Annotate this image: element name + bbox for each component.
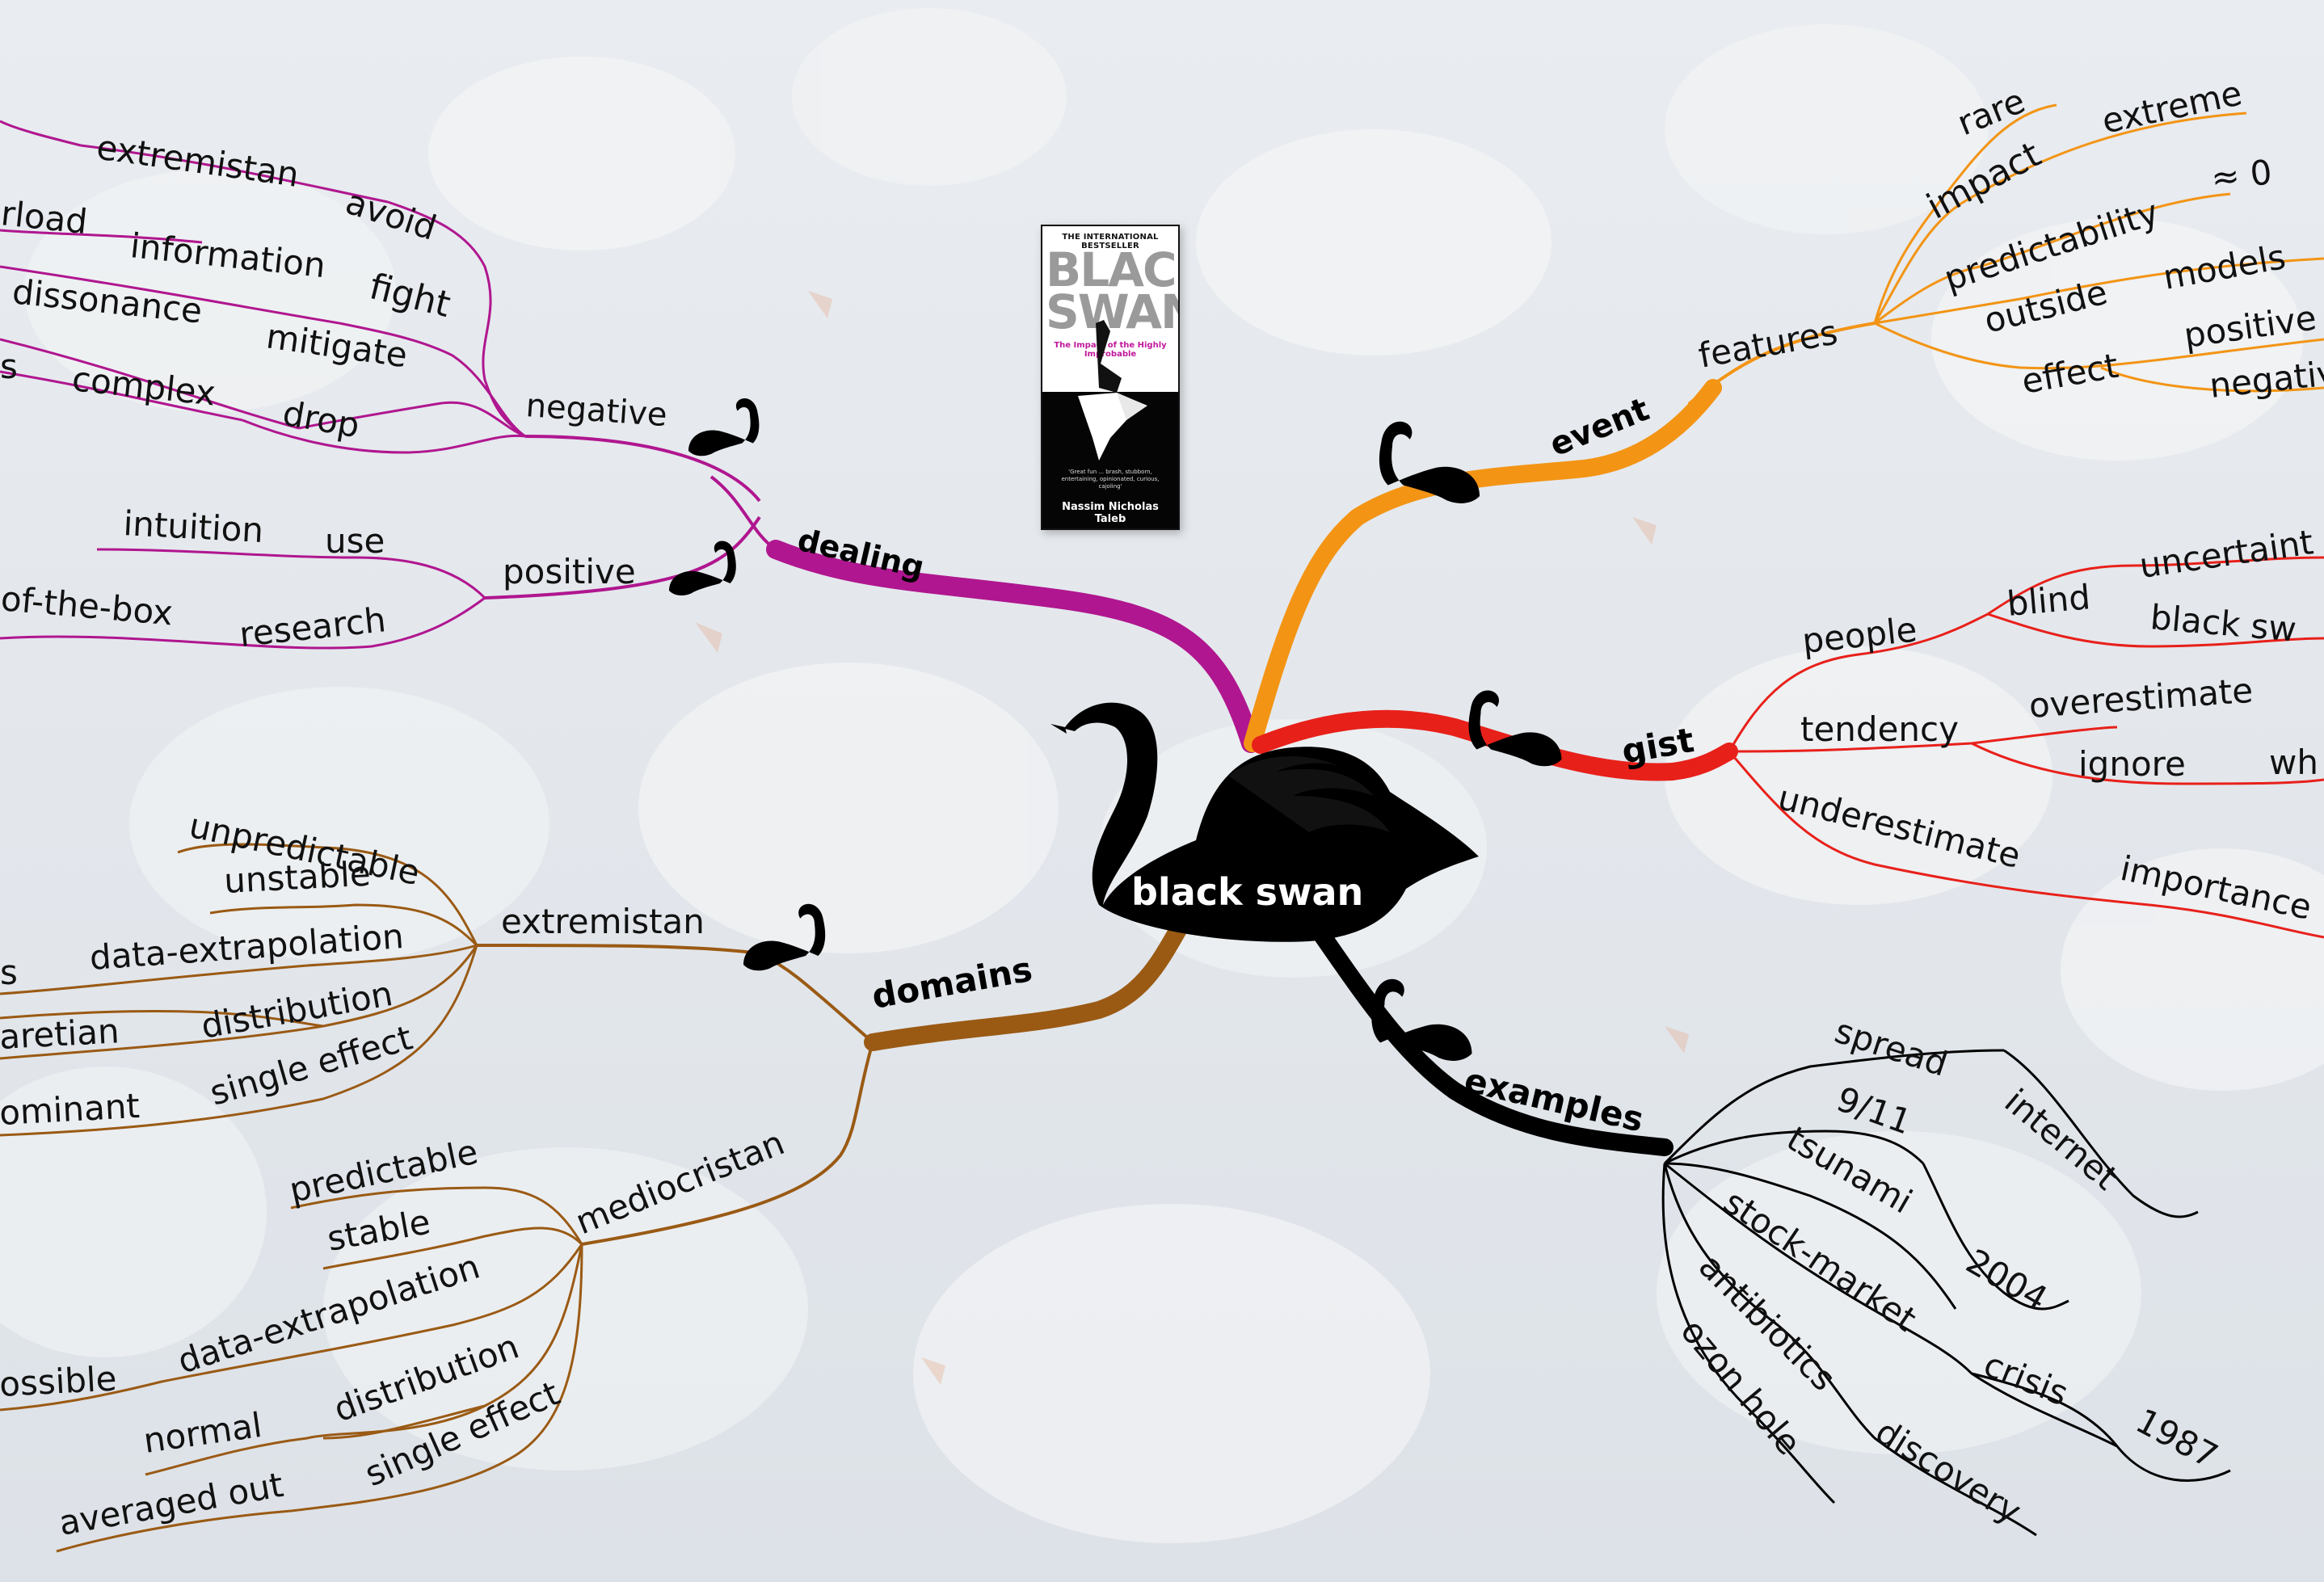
node-normal[interactable]: normal — [141, 1405, 265, 1461]
book-title-line2: SWAN — [1046, 284, 1178, 339]
node-effect[interactable]: effect — [2019, 346, 2121, 402]
node-1987[interactable]: 1987 — [2129, 1401, 2224, 1476]
node-impossible[interactable]: ossible — [0, 1358, 118, 1404]
node-tendency[interactable]: tendency — [1800, 709, 1959, 749]
node-positive[interactable]: positive — [503, 552, 636, 591]
node-negative[interactable]: negative — [524, 387, 668, 434]
branch-examples: examples spread internet 9/11 tsunami 20… — [1292, 896, 2231, 1537]
node-rare[interactable]: rare — [1951, 81, 2030, 143]
origami-swan-icon — [1078, 320, 1147, 461]
node-dominant[interactable]: ominant — [0, 1086, 141, 1133]
node-black-swans[interactable]: black sw — [2149, 597, 2298, 650]
node-positive-effect[interactable]: positive — [2182, 297, 2319, 355]
book-cover[interactable]: THE INTERNATIONAL BESTSELLER BLACK SWAN … — [1041, 225, 1180, 530]
node-spread[interactable]: spread — [1830, 1011, 1952, 1084]
node-fight[interactable]: fight — [365, 266, 454, 326]
swan-icon-negative — [688, 398, 760, 457]
node-discovery[interactable]: discovery — [1869, 1412, 2028, 1532]
node-models[interactable]: models — [2160, 237, 2288, 297]
book-tagline: THE INTERNATIONAL BESTSELLER — [1062, 233, 1159, 250]
node-people[interactable]: people — [1800, 609, 1919, 661]
central-black-swan[interactable] — [1050, 702, 1479, 942]
node-use[interactable]: use — [325, 521, 385, 561]
node-information[interactable]: information — [128, 225, 327, 285]
node-paretian[interactable]: aretian — [0, 1011, 120, 1057]
book-title-line1: BLACK — [1046, 242, 1178, 297]
node-2004[interactable]: 2004 — [1960, 1241, 2054, 1319]
node-internet[interactable]: internet — [1998, 1081, 2126, 1197]
book-subtitle: The Impact of the Highly Improbable — [1054, 341, 1167, 359]
book-author: Nassim Nicholas Taleb — [1062, 501, 1159, 525]
node-overestimate[interactable]: overestimate — [2027, 671, 2254, 726]
node-negative-effect[interactable]: negativ — [2208, 353, 2324, 406]
center-label[interactable]: black swan — [1131, 870, 1363, 914]
branch-domains: domains extremistan unpredictable unstab… — [0, 806, 1197, 1553]
branch-event: event features rare impact extreme predi… — [1244, 73, 2324, 752]
node-overload[interactable]: rload — [0, 193, 90, 242]
node-what[interactable]: wh — [2269, 743, 2318, 782]
node-extremistan[interactable]: extremistan — [501, 902, 705, 941]
node-complex[interactable]: complex — [70, 359, 217, 413]
book-blurb: 'Great fun ... brash, stubborn, entertai… — [1061, 469, 1160, 490]
node-dissonance[interactable]: dissonance — [11, 271, 204, 330]
node-ignore[interactable]: ignore — [2078, 744, 2186, 784]
node-intuition[interactable]: intuition — [122, 503, 264, 550]
node-uncertainty[interactable]: uncertaint — [2137, 522, 2316, 586]
node-extremistan-neg[interactable]: extremistan — [95, 127, 301, 195]
node-unstable[interactable]: unstable — [223, 854, 372, 901]
node-extreme[interactable]: extreme — [2099, 73, 2246, 141]
node-s-ext[interactable]: s — [0, 953, 18, 992]
node-blind[interactable]: blind — [2006, 577, 2092, 624]
branch-label-domains[interactable]: domains — [869, 949, 1035, 1016]
node-s[interactable]: s — [0, 347, 18, 386]
node-features[interactable]: features — [1695, 312, 1840, 375]
node-data-extrapolation-ext[interactable]: data-extrapolation — [88, 916, 405, 978]
node-approx-zero[interactable]: ≈ 0 — [2209, 152, 2274, 198]
node-averaged-out[interactable]: averaged out — [56, 1465, 286, 1543]
node-mitigate[interactable]: mitigate — [264, 316, 410, 375]
swan-icon-extremistan — [743, 903, 826, 971]
node-underestimate[interactable]: underestimate — [1775, 777, 2025, 876]
node-predictable[interactable]: predictable — [286, 1132, 482, 1210]
node-avoid[interactable]: avoid — [341, 182, 441, 248]
node-out-of-the-box[interactable]: of-the-box — [0, 579, 175, 633]
